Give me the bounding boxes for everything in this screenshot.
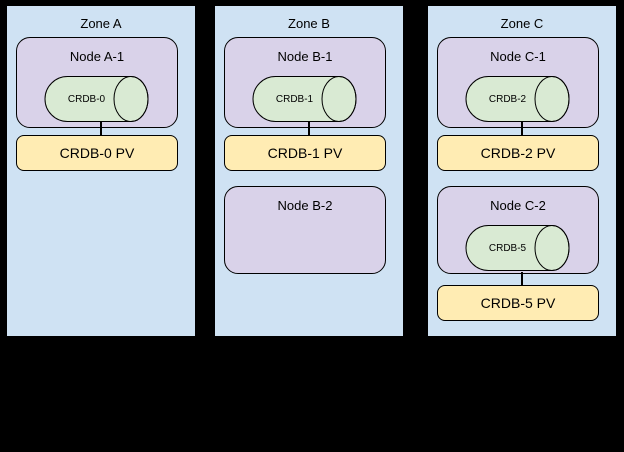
zone-title: Zone A [80, 16, 122, 31]
database-label: CRDB-5 [488, 242, 527, 254]
pv-label: CRDB-1 PV [267, 145, 343, 161]
connector-line [521, 272, 523, 285]
node-label: Node C-1 [490, 49, 546, 64]
database-cylinder-icon [465, 225, 570, 271]
database-label: CRDB-0 [67, 93, 106, 105]
pv-box: CRDB-5 PV [437, 285, 599, 321]
database-cylinder-icon [465, 76, 570, 122]
database-label: CRDB-1 [275, 93, 314, 105]
node-label: Node C-2 [490, 198, 546, 213]
zone-title: Zone B [288, 16, 330, 31]
database-cylinder-icon [44, 76, 149, 122]
node-box-b1: Node B-1 CRDB-1 [224, 37, 386, 128]
database-label: CRDB-2 [488, 93, 527, 105]
connector-line [308, 122, 310, 135]
node-box-a1: Node A-1 CRDB-0 [16, 37, 178, 128]
zone-c-panel: Zone C Node C-1 CRDB-2 CRDB-2 PV Node C-… [426, 4, 618, 338]
database-cylinder-icon [252, 76, 357, 122]
database-cylinder: CRDB-5 [465, 225, 571, 271]
connector-line [100, 122, 102, 135]
database-cylinder: CRDB-2 [465, 76, 571, 122]
pv-label: CRDB-2 PV [480, 145, 556, 161]
connector-line [521, 122, 523, 135]
node-label: Node B-2 [277, 198, 333, 213]
pv-label: CRDB-0 PV [59, 145, 135, 161]
zone-title: Zone C [500, 16, 544, 31]
node-label: Node B-1 [277, 49, 333, 64]
node-box-b2: Node B-2 [224, 186, 386, 274]
database-cylinder: CRDB-0 [44, 76, 150, 122]
pv-box: CRDB-2 PV [437, 135, 599, 171]
zone-a-panel: Zone A Node A-1 CRDB-0 CRDB-0 PV [5, 4, 197, 338]
node-label: Node A-1 [69, 49, 125, 64]
node-box-c2: Node C-2 CRDB-5 [437, 186, 599, 274]
pv-box: CRDB-0 PV [16, 135, 178, 171]
node-box-c1: Node C-1 CRDB-2 [437, 37, 599, 128]
database-cylinder: CRDB-1 [252, 76, 358, 122]
pv-box: CRDB-1 PV [224, 135, 386, 171]
zone-b-panel: Zone B Node B-1 CRDB-1 CRDB-1 PV Node B-… [213, 4, 405, 338]
pv-label: CRDB-5 PV [480, 295, 556, 311]
